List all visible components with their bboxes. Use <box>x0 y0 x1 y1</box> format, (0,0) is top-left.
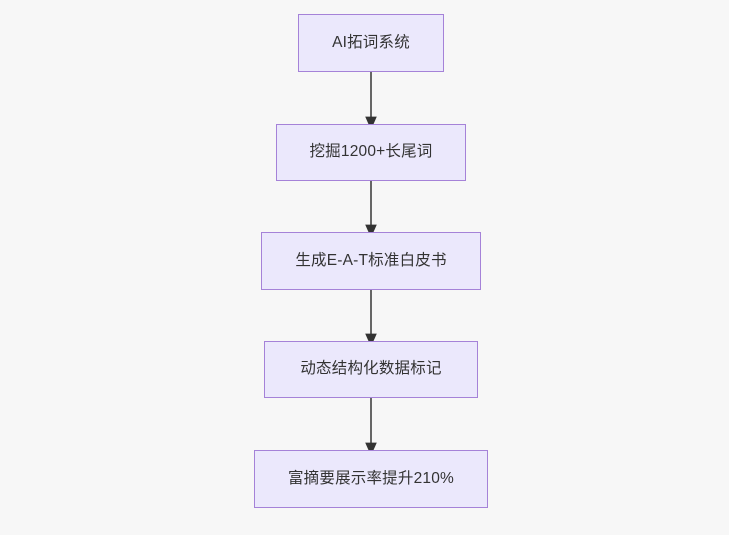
flow-node-label: 富摘要展示率提升210% <box>287 469 455 487</box>
flow-node-rich-snippet-impression-lift[interactable]: 富摘要展示率提升210% <box>254 450 488 508</box>
flow-node-label: AI拓词系统 <box>332 33 410 51</box>
flow-node-generate-eat-whitepaper[interactable]: 生成E-A-T标准白皮书 <box>261 232 481 290</box>
flow-node-label: 生成E-A-T标准白皮书 <box>295 251 447 269</box>
flow-node-label: 动态结构化数据标记 <box>300 360 442 378</box>
flow-node-ai-keyword-system[interactable]: AI拓词系统 <box>298 14 444 72</box>
flow-node-label: 挖掘1200+长尾词 <box>309 143 433 161</box>
flow-node-mine-longtail-keywords[interactable]: 挖掘1200+长尾词 <box>276 124 466 181</box>
flow-node-dynamic-structured-data-markup[interactable]: 动态结构化数据标记 <box>264 341 478 398</box>
